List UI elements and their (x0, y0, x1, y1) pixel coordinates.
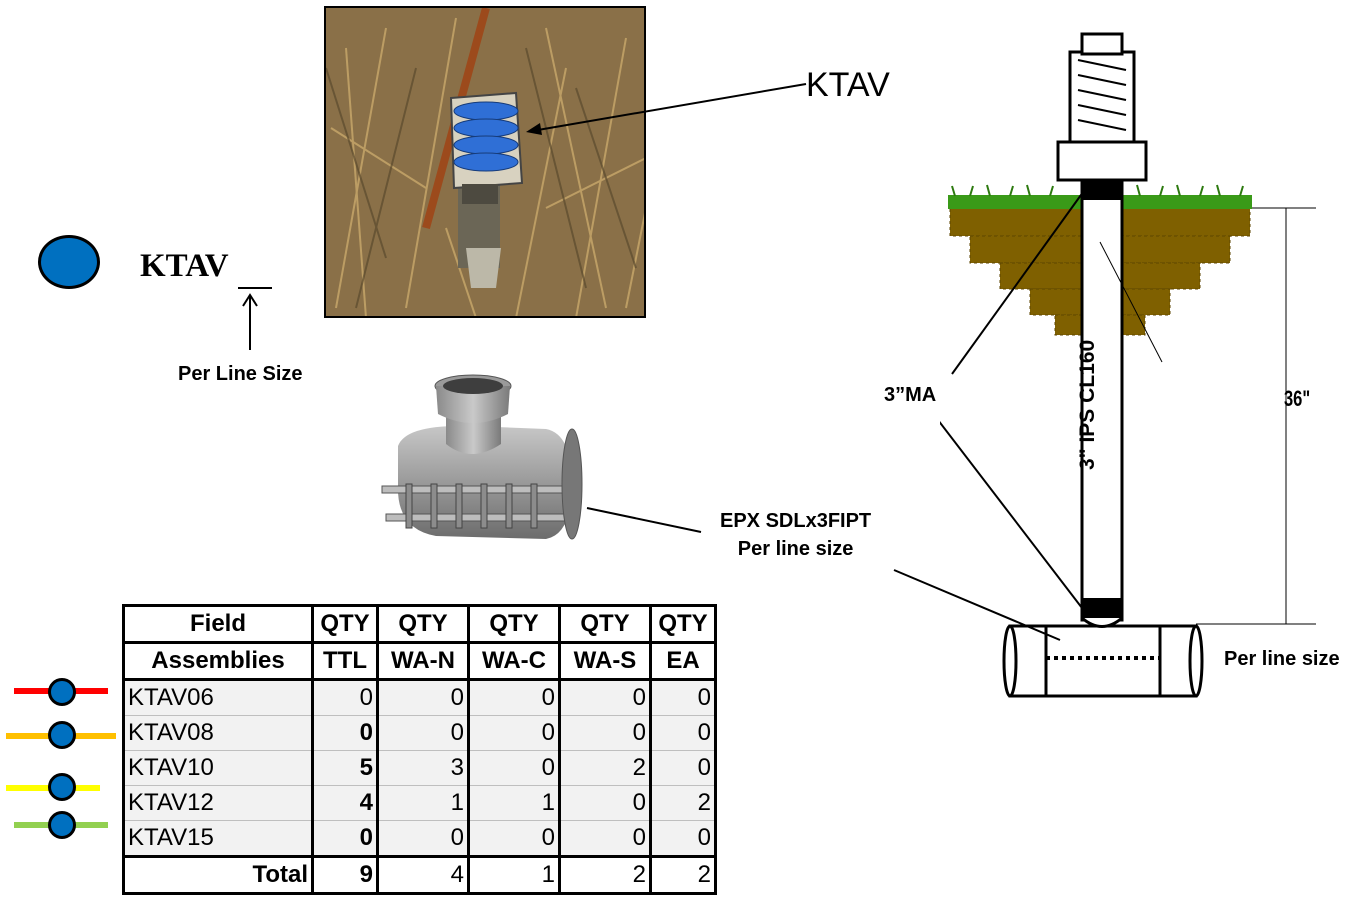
depth-dimension-label: 36" (1284, 386, 1311, 411)
line-node-ktav06-icon (48, 678, 76, 706)
table-row: KTAV12 4 1 1 0 2 (122, 785, 717, 821)
cell-wa-n: 3 (376, 750, 470, 786)
cell-wa-n: 0 (376, 679, 470, 716)
row-name: KTAV06 (122, 679, 314, 716)
header-qty: QTY (311, 604, 379, 644)
main-line-leader (893, 569, 1061, 641)
cell-wa-s: 0 (558, 679, 652, 716)
cell-ea: 0 (649, 820, 717, 857)
ktav-field-photo (324, 6, 646, 318)
table-row: KTAV15 0 0 0 0 0 (122, 820, 717, 857)
header-ttl: TTL (311, 641, 379, 681)
table-row: KTAV06 0 0 0 0 0 (122, 679, 717, 716)
cell-wa-s: 0 (558, 820, 652, 857)
riser-pipe-label: 3" IPS CL160 (1076, 339, 1099, 470)
line-node-ktav10-icon (48, 773, 76, 801)
line-node-ktav12-icon (48, 811, 76, 839)
cell-ea: 2 (649, 785, 717, 821)
cell-wa-s: 0 (558, 715, 652, 751)
saddle-label-line2: Per line size (737, 538, 854, 560)
header-field: Field (122, 604, 314, 644)
total-wa-c: 1 (467, 855, 561, 895)
cell-wa-n: 0 (376, 715, 470, 751)
cell-wa-c: 0 (467, 750, 561, 786)
total-wa-n: 4 (376, 855, 470, 895)
header-assemblies: Assemblies (122, 641, 314, 681)
saddle-callout-line (586, 507, 702, 533)
cell-wa-n: 0 (376, 820, 470, 857)
line-node-ktav08-icon (48, 721, 76, 749)
cell-wa-s: 2 (558, 750, 652, 786)
total-label: Total (122, 855, 314, 895)
table-header-row: Field QTY QTY QTY QTY QTY (122, 604, 717, 644)
cell-ttl: 0 (311, 820, 379, 857)
cell-wa-c: 0 (467, 679, 561, 716)
cell-ttl: 4 (311, 785, 379, 821)
header-ea: EA (649, 641, 717, 681)
ktav-callout-label: KTAV (806, 66, 890, 104)
saddle-tee-illustration (381, 374, 583, 540)
row-name: KTAV15 (122, 820, 314, 857)
cell-wa-c: 0 (467, 820, 561, 857)
legend-label: KTAV (140, 248, 229, 284)
saddle-callout-label: EPX SDLx3FIPT Per line size (720, 507, 871, 563)
cell-ea: 0 (649, 715, 717, 751)
header-wa-s: WA-S (558, 641, 652, 681)
cell-ttl: 5 (311, 750, 379, 786)
cell-ea: 0 (649, 679, 717, 716)
ktav-callout-arrow (526, 83, 807, 135)
header-qty: QTY (376, 604, 470, 644)
header-qty: QTY (649, 604, 717, 644)
cell-ea: 0 (649, 750, 717, 786)
cell-wa-s: 0 (558, 785, 652, 821)
ktav-installation-detail (940, 32, 1316, 698)
saddle-label-line1: EPX SDLx3FIPT (720, 510, 872, 532)
cell-ttl: 0 (311, 715, 379, 751)
table-header-row: Assemblies TTL WA-N WA-C WA-S EA (122, 641, 717, 681)
header-wa-n: WA-N (376, 641, 470, 681)
cell-ttl: 0 (311, 679, 379, 716)
header-qty: QTY (467, 604, 561, 644)
header-wa-c: WA-C (467, 641, 561, 681)
row-name: KTAV10 (122, 750, 314, 786)
main-line-size-note: Per line size (1224, 648, 1340, 670)
cell-wa-c: 1 (467, 785, 561, 821)
per-line-size-note: Per Line Size (178, 363, 303, 385)
up-arrow-icon (242, 293, 258, 350)
row-name: KTAV08 (122, 715, 314, 751)
total-wa-s: 2 (558, 855, 652, 895)
cell-wa-c: 0 (467, 715, 561, 751)
row-name: KTAV12 (122, 785, 314, 821)
table-row: KTAV10 5 3 0 2 0 (122, 750, 717, 786)
adapter-label: 3”MA (884, 384, 937, 406)
cell-wa-n: 1 (376, 785, 470, 821)
table-row: KTAV08 0 0 0 0 0 (122, 715, 717, 751)
total-ttl: 9 (311, 855, 379, 895)
legend-blank-line (238, 287, 272, 289)
total-ea: 2 (649, 855, 717, 895)
field-assemblies-table: Field QTY QTY QTY QTY QTY Assemblies TTL… (122, 604, 717, 895)
ktav-node-symbol (38, 235, 100, 289)
header-qty: QTY (558, 604, 652, 644)
table-total-row: Total 9 4 1 2 2 (122, 855, 717, 895)
